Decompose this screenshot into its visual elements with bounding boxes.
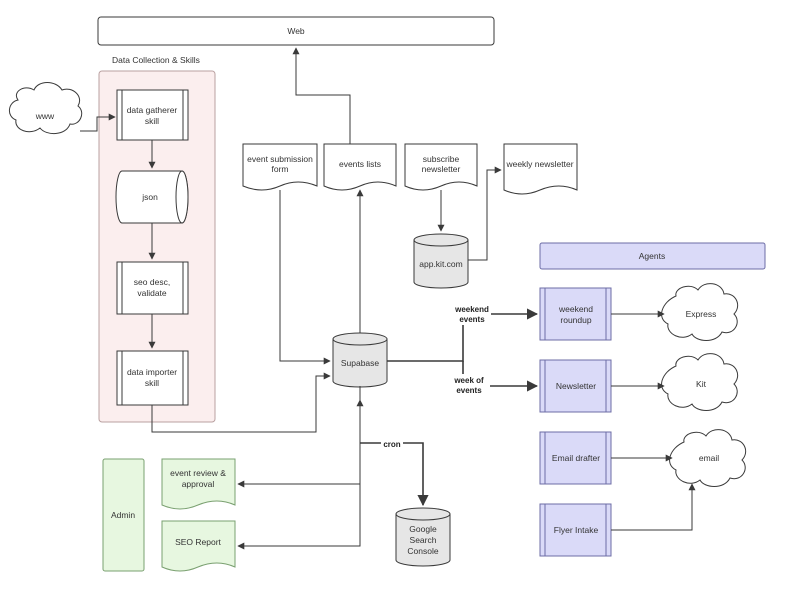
app-kit-node: app.kit.com [413, 233, 469, 289]
web-label: Web [287, 26, 305, 36]
subscribe-newsletter-node: subscribe newsletter [404, 143, 478, 191]
week-of-events-line2: events [456, 386, 482, 395]
email-label: email [699, 453, 719, 463]
google-search-console-node: Google Search Console [395, 507, 451, 567]
newsletter-node: Newsletter [539, 359, 612, 413]
data-gatherer-line2: skill [145, 116, 159, 126]
gsc-line1: Google [409, 524, 437, 534]
supabase-node: Supabase [332, 332, 388, 388]
agents-header: Agents [539, 242, 766, 270]
json-node: json [115, 170, 189, 224]
weekly-newsletter-label: weekly newsletter [505, 159, 573, 169]
event-submission-line2: form [272, 164, 289, 174]
seo-desc-line1: seo desc, [134, 277, 170, 287]
email-cloud: email [669, 429, 747, 487]
container-title: Data Collection & Skills [112, 55, 200, 65]
weekend-roundup-line2: roundup [560, 315, 591, 325]
data-gatherer-line1: data gatherer [127, 105, 178, 115]
express-label: Express [686, 309, 717, 319]
event-review-line1: event review & [170, 468, 226, 478]
week-of-events-line1: week of [453, 376, 484, 385]
data-gatherer-node: data gatherer skill [116, 89, 189, 141]
seo-desc-line2: validate [137, 288, 167, 298]
newsletter-label: Newsletter [556, 381, 596, 391]
flyer-intake-node: Flyer Intake [539, 503, 612, 557]
cron-label: cron [383, 440, 400, 449]
agents-label: Agents [639, 251, 665, 261]
app-kit-label: app.kit.com [419, 259, 462, 269]
express-cloud: Express [661, 283, 739, 341]
weekend-roundup-node: weekend roundup [539, 287, 612, 341]
gsc-line2: Search [410, 535, 437, 545]
events-lists-node: events lists [323, 143, 397, 191]
subscribe-line1: subscribe [423, 154, 460, 164]
event-review-line2: approval [182, 479, 215, 489]
flyer-intake-label: Flyer Intake [554, 525, 599, 535]
kit-label: Kit [696, 379, 707, 389]
edge-labels: weekend events week of events cron [381, 303, 491, 449]
weekend-roundup-line1: weekend [558, 304, 593, 314]
supabase-label: Supabase [341, 358, 380, 368]
seo-report-node: SEO Report [161, 520, 236, 572]
weekend-events-line2: events [459, 315, 485, 324]
www-label: www [35, 111, 55, 121]
email-drafter-label: Email drafter [552, 453, 600, 463]
kit-cloud: Kit [661, 353, 739, 411]
event-review-node: event review & approval [161, 458, 236, 510]
event-submission-line1: event submission [247, 154, 313, 164]
admin-node: Admin [102, 458, 145, 572]
data-importer-line2: skill [145, 378, 159, 388]
data-collection-container: Data Collection & Skills [98, 55, 216, 423]
event-submission-node: event submission form [242, 143, 318, 191]
www-cloud: www [9, 82, 83, 134]
admin-label: Admin [111, 510, 135, 520]
seo-desc-node: seo desc, validate [116, 261, 189, 315]
seo-report-label: SEO Report [175, 537, 221, 547]
web-node: Web [97, 16, 495, 46]
gsc-line3: Console [407, 546, 438, 556]
data-importer-line1: data importer [127, 367, 177, 377]
subscribe-line2: newsletter [422, 164, 461, 174]
weekly-newsletter-node: weekly newsletter [503, 143, 578, 195]
events-lists-label: events lists [339, 159, 381, 169]
weekend-events-line1: weekend [454, 305, 489, 314]
json-label: json [141, 192, 158, 202]
email-drafter-node: Email drafter [539, 431, 612, 485]
data-importer-node: data importer skill [116, 350, 189, 406]
